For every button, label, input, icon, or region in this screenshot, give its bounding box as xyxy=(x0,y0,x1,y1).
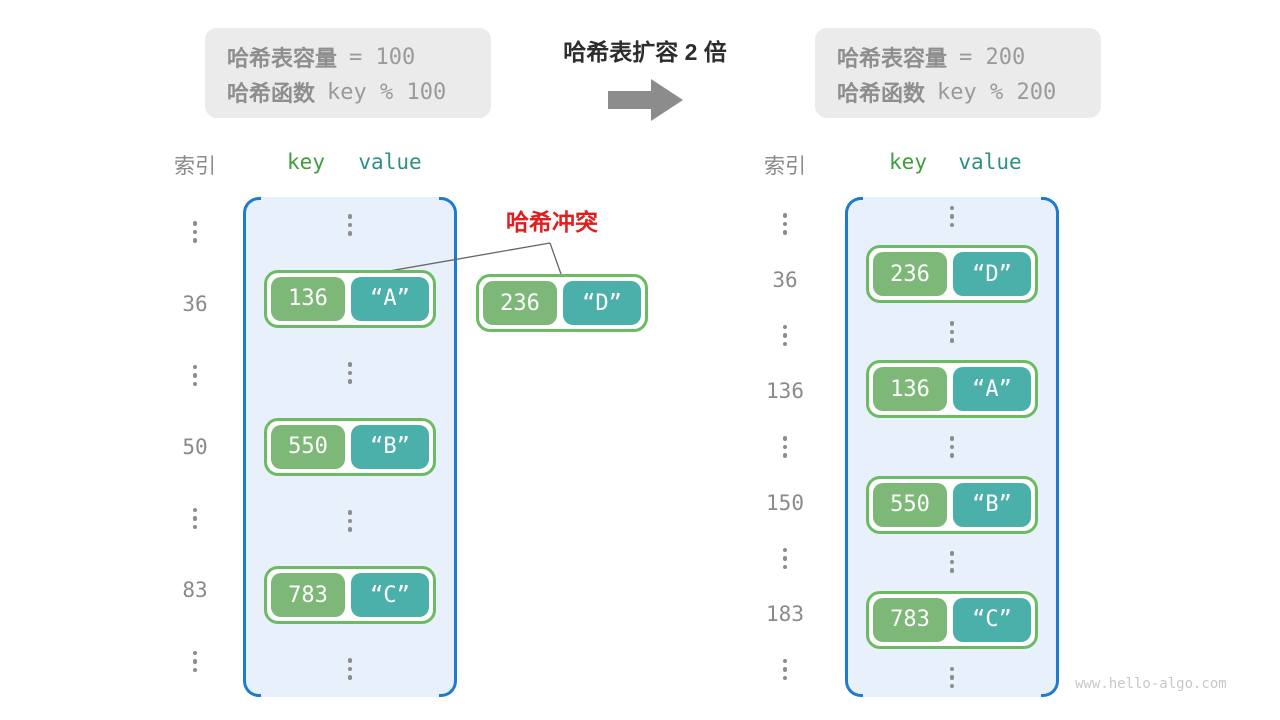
ellipsis-icon xyxy=(782,547,788,570)
hash-table-100: 索引 key value 36 50 83 136 “A” 550 “B” xyxy=(150,150,457,697)
capacity-value: = 200 xyxy=(959,44,1026,70)
key-cell: 236 xyxy=(483,281,557,325)
ellipsis-icon xyxy=(782,213,788,235)
capacity-value: = 100 xyxy=(349,44,416,70)
kv-pair: 783 “C” xyxy=(264,566,436,625)
ellipsis-icon xyxy=(949,321,955,343)
hash-fn-label: 哈希函数 xyxy=(227,81,316,106)
value-cell: “B” xyxy=(351,424,429,469)
column-headers: 索引 key value xyxy=(150,150,457,197)
value-cell: “C” xyxy=(351,573,429,618)
column-headers: 索引 key value xyxy=(740,150,1059,197)
collision-kv-pair: 236 “D” xyxy=(476,274,648,332)
index-column: 36 136 150 183 xyxy=(740,197,830,697)
ellipsis-icon xyxy=(192,364,198,387)
index-header: 索引 xyxy=(764,155,806,178)
index-label: 83 xyxy=(182,578,208,603)
kv-pair: 550 “B” xyxy=(866,475,1038,534)
right-arrow-icon xyxy=(608,79,684,121)
hash-fn-line: 哈希函数 key % 100 xyxy=(227,75,491,109)
index-label: 36 xyxy=(182,291,208,316)
ellipsis-icon xyxy=(782,324,788,347)
index-column: 36 50 83 xyxy=(150,197,240,697)
arrow-shaft xyxy=(608,91,651,109)
collision-label: 哈希冲突 xyxy=(506,209,598,235)
value-cell: “B” xyxy=(953,482,1031,527)
capacity-200-info-box: 哈希表容量 = 200 哈希函数 key % 200 xyxy=(815,28,1101,118)
index-label: 136 xyxy=(766,379,804,404)
expand-title: 哈希表扩容 2 倍 xyxy=(563,39,727,65)
value-header: value xyxy=(358,150,422,174)
bucket-array: 236 “D” 136 “A” 550 “B” 783 “C” xyxy=(845,197,1059,697)
capacity-line: 哈希表容量 = 100 xyxy=(227,40,491,74)
key-cell: 783 xyxy=(873,597,947,642)
key-cell: 550 xyxy=(271,424,345,469)
ellipsis-icon xyxy=(782,658,788,681)
ellipsis-icon xyxy=(949,436,955,458)
hash-table-200: 索引 key value 36 136 150 183 236 “D” 136 … xyxy=(740,150,1059,697)
capacity-label: 哈希表容量 xyxy=(227,46,338,71)
value-cell: “A” xyxy=(351,276,429,321)
kv-pair: 783 “C” xyxy=(866,590,1038,649)
index-label: 183 xyxy=(766,602,804,627)
ellipsis-icon xyxy=(347,214,353,236)
value-cell: “D” xyxy=(563,281,641,325)
value-cell: “D” xyxy=(953,252,1031,297)
kv-pair: 136 “A” xyxy=(866,360,1038,419)
key-cell: 236 xyxy=(873,252,947,297)
kv-pair: 550 “B” xyxy=(264,417,436,476)
ellipsis-icon xyxy=(949,551,955,573)
hash-fn-label: 哈希函数 xyxy=(837,81,926,106)
arrow-head xyxy=(651,79,683,121)
kv-pair: 236 “D” xyxy=(866,245,1038,304)
key-cell: 783 xyxy=(271,573,345,618)
ellipsis-icon xyxy=(192,650,198,673)
index-header: 索引 xyxy=(174,155,216,178)
ellipsis-icon xyxy=(782,436,788,458)
ellipsis-icon xyxy=(347,362,353,384)
hash-fn-value: key % 200 xyxy=(937,79,1057,105)
key-cell: 136 xyxy=(873,367,947,412)
hash-fn-value: key % 100 xyxy=(327,79,447,105)
key-header: key xyxy=(287,150,325,174)
key-cell: 136 xyxy=(271,276,345,321)
ellipsis-icon xyxy=(192,507,198,530)
kv-pair: 136 “A” xyxy=(264,269,436,328)
watermark: www.hello-algo.com xyxy=(1075,676,1227,692)
hash-fn-line: 哈希函数 key % 200 xyxy=(837,75,1101,109)
value-cell: “C” xyxy=(953,597,1031,642)
bucket-array: 136 “A” 550 “B” 783 “C” xyxy=(243,197,457,697)
ellipsis-icon xyxy=(949,205,955,228)
index-label: 50 xyxy=(182,434,208,459)
value-cell: “A” xyxy=(953,367,1031,412)
index-label: 150 xyxy=(766,490,804,515)
ellipsis-icon xyxy=(949,666,955,689)
ellipsis-icon xyxy=(347,658,353,680)
capacity-100-info-box: 哈希表容量 = 100 哈希函数 key % 100 xyxy=(205,28,491,118)
key-cell: 550 xyxy=(873,482,947,527)
value-header: value xyxy=(958,150,1022,174)
capacity-label: 哈希表容量 xyxy=(837,46,948,71)
ellipsis-icon xyxy=(347,510,353,532)
ellipsis-icon xyxy=(192,221,198,243)
index-label: 36 xyxy=(772,267,798,292)
key-header: key xyxy=(889,150,927,174)
capacity-line: 哈希表容量 = 200 xyxy=(837,40,1101,74)
